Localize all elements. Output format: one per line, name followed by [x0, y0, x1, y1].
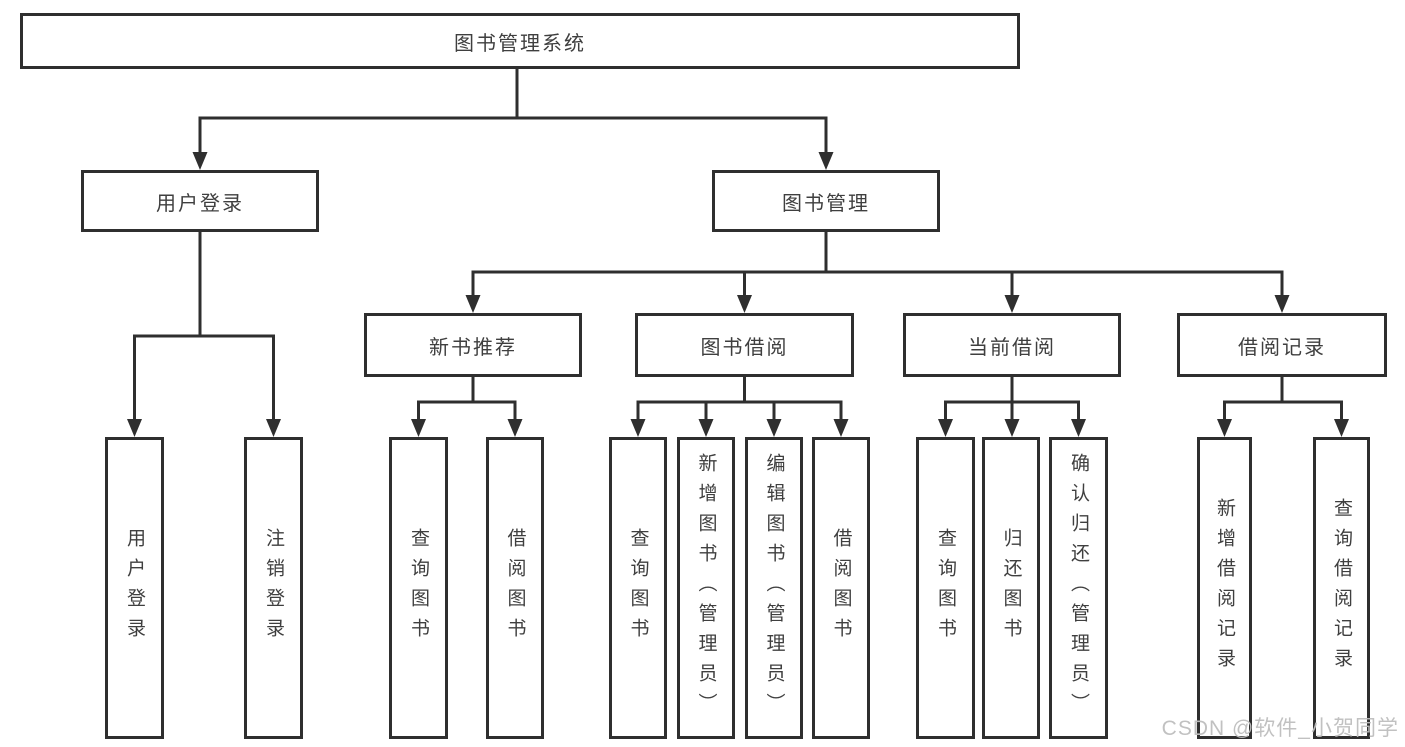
node-label: 图书借阅 [700, 336, 789, 359]
node-current-borrowing: 当前借阅 [903, 313, 1121, 377]
node-borrowing-records: 借阅记录 [1177, 313, 1387, 377]
node-label: 图书管理 [782, 192, 870, 215]
node-label: 查询借阅记录 [1331, 498, 1352, 678]
node-label: 新书推荐 [429, 336, 517, 359]
leaf-query-books-3: 查询图书 [916, 437, 975, 739]
leaf-edit-books-admin: 编辑图书（管理员） [745, 437, 803, 739]
node-label: 用户登录 [156, 192, 244, 215]
node-new-book-recommend: 新书推荐 [364, 313, 582, 377]
leaf-add-books-admin: 新增图书（管理员） [677, 437, 735, 739]
leaf-logout: 注销登录 [244, 437, 303, 739]
node-book-management: 图书管理 [712, 170, 940, 232]
node-label: 查询图书 [935, 528, 956, 648]
leaf-add-borrow-record: 新增借阅记录 [1197, 437, 1252, 739]
leaf-query-books-2: 查询图书 [609, 437, 667, 739]
node-root: 图书管理系统 [20, 13, 1020, 69]
leaf-confirm-return-admin: 确认归还（管理员） [1049, 437, 1108, 739]
node-label: 查询图书 [408, 528, 429, 648]
node-book-borrowing: 图书借阅 [635, 313, 854, 377]
leaf-borrow-books-2: 借阅图书 [812, 437, 870, 739]
node-label: 归还图书 [1000, 528, 1022, 648]
node-user-login: 用户登录 [81, 170, 319, 232]
watermark: CSDN @软件_小贺同学 [1161, 717, 1399, 740]
node-label: 用户登录 [124, 528, 145, 648]
node-label: 借阅图书 [830, 528, 852, 648]
node-label: 编辑图书（管理员） [763, 453, 785, 723]
leaf-return-books: 归还图书 [982, 437, 1040, 739]
leaf-query-books-1: 查询图书 [389, 437, 448, 739]
node-label: 新增借阅记录 [1214, 498, 1235, 678]
node-label: 借阅图书 [504, 528, 526, 648]
node-label: 当前借阅 [968, 336, 1056, 359]
node-label: 图书管理系统 [454, 32, 586, 55]
node-label: 借阅记录 [1238, 336, 1326, 359]
node-label: 注销登录 [263, 528, 284, 648]
node-label: 查询图书 [627, 528, 649, 648]
node-label: 新增图书（管理员） [695, 453, 717, 723]
leaf-query-borrow-record: 查询借阅记录 [1313, 437, 1370, 739]
leaf-borrow-books-1: 借阅图书 [486, 437, 544, 739]
leaf-user-login: 用户登录 [105, 437, 164, 739]
node-label: 确认归还（管理员） [1068, 453, 1089, 723]
